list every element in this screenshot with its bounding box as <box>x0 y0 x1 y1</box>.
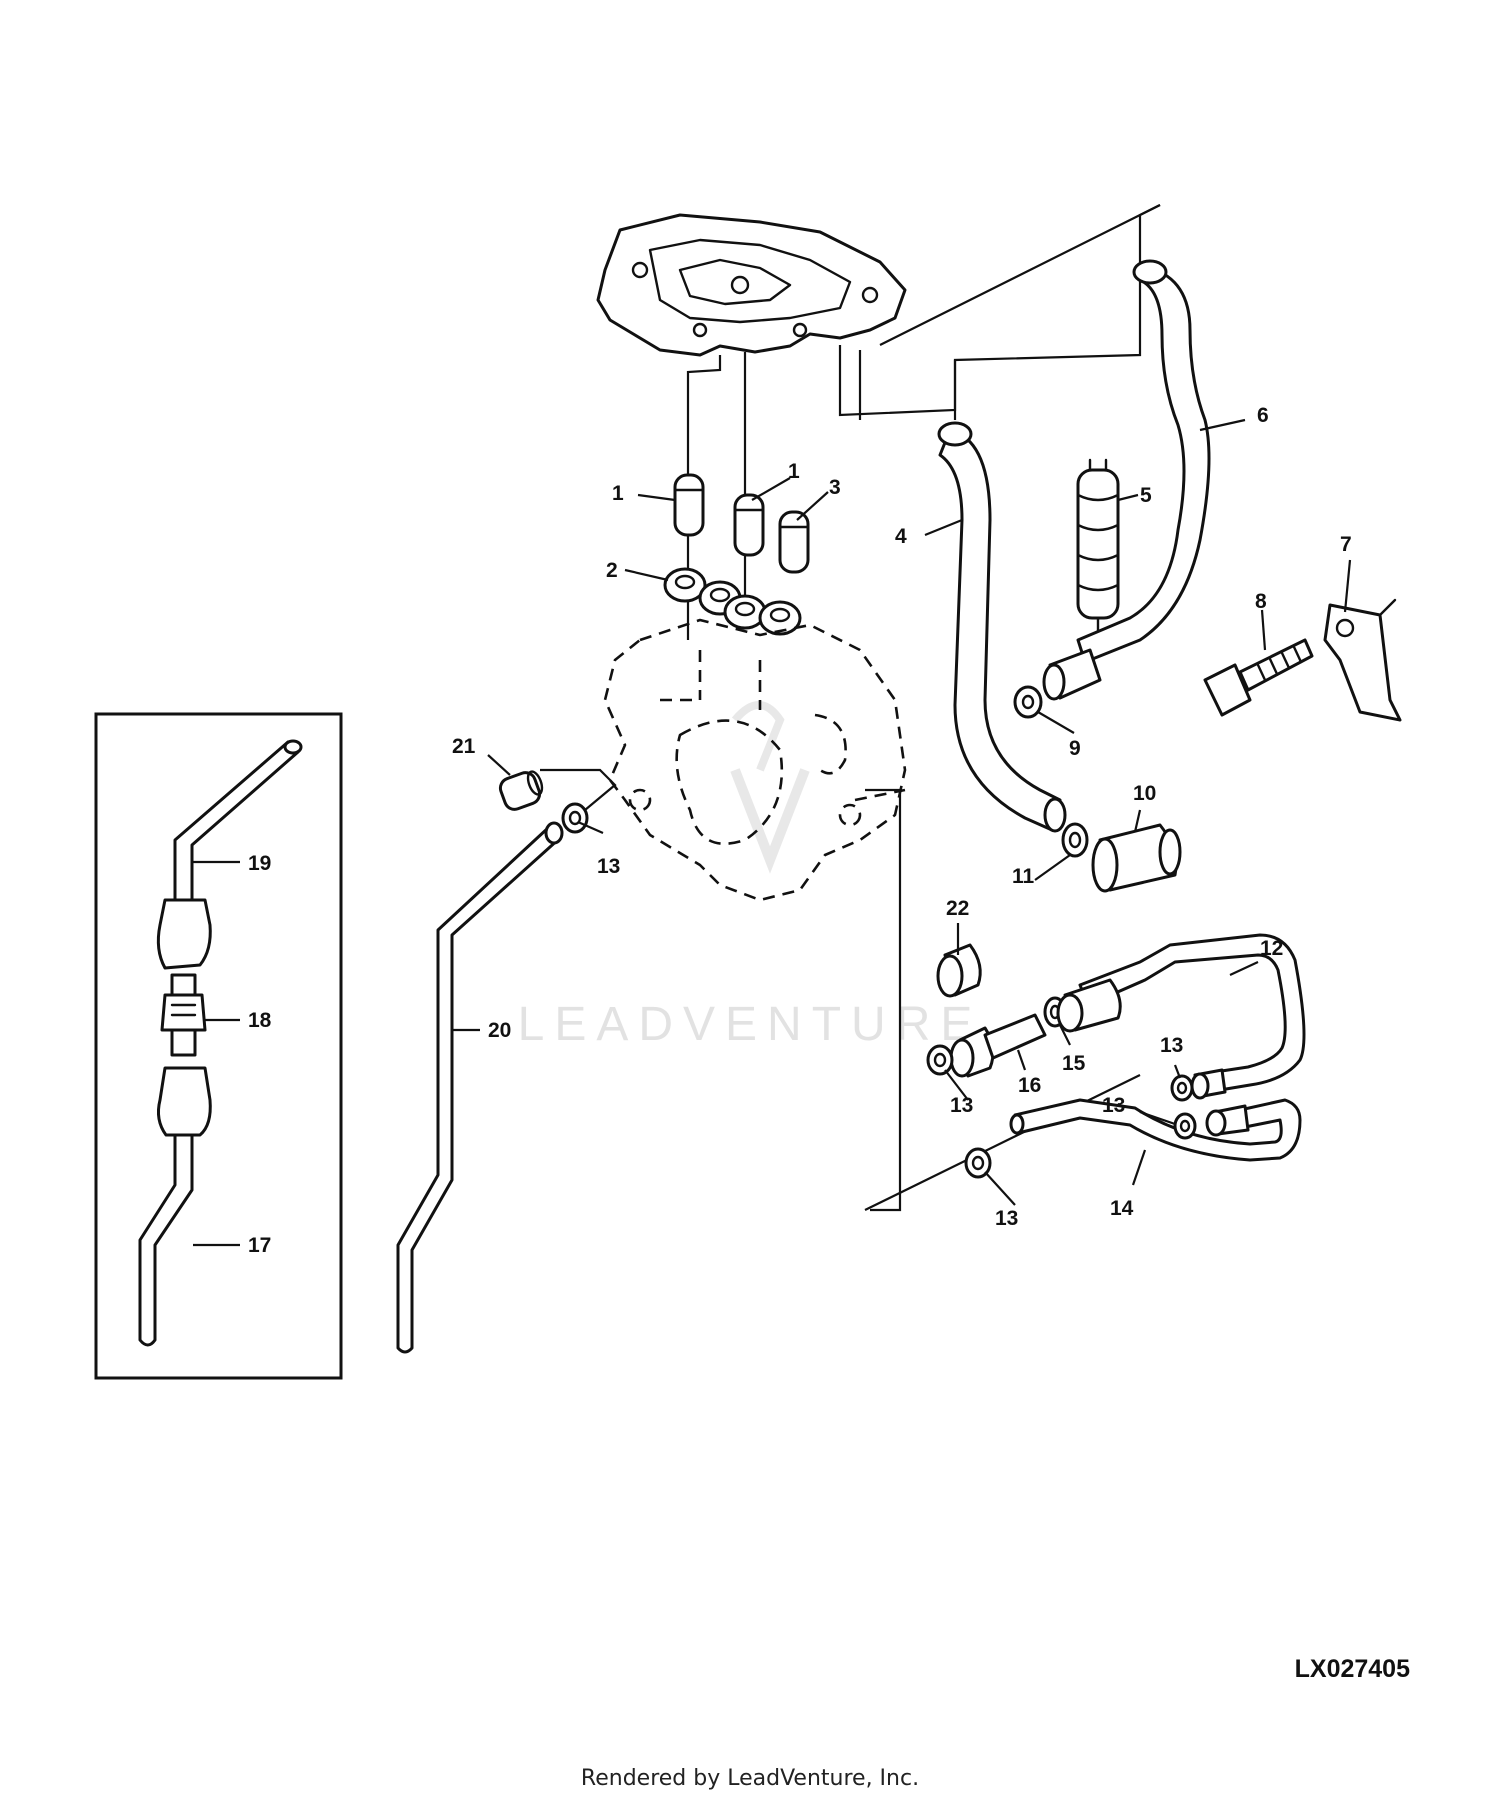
part-18-union <box>160 973 207 1057</box>
callout-13-b: 13 <box>950 1094 973 1117</box>
part-19-pipe <box>156 739 303 970</box>
callout-5: 5 <box>1140 484 1152 507</box>
part-9-washer <box>1013 685 1043 719</box>
part-1-right <box>733 493 765 557</box>
callout-labels: 1 1 2 3 4 5 6 7 8 9 10 11 12 13 13 13 13… <box>248 404 1352 1257</box>
diagram-reference-code: LX027405 <box>1295 1655 1410 1683</box>
part-8-bolt <box>1203 638 1314 717</box>
callout-9: 9 <box>1069 737 1081 760</box>
part-4-hose <box>937 421 1067 833</box>
part-13-washer-d <box>1173 1112 1197 1140</box>
callout-22: 22 <box>946 897 969 920</box>
part-5-spring <box>1076 458 1120 637</box>
callout-11: 11 <box>1012 865 1035 888</box>
callout-7: 7 <box>1340 533 1352 556</box>
callout-12: 12 <box>1260 937 1283 960</box>
callout-13-e: 13 <box>995 1207 1018 1230</box>
part-14-pipe <box>1009 1098 1302 1162</box>
leadventure-watermark: LEADVENTURE <box>518 701 983 1051</box>
cylinder-head-cover <box>596 213 907 357</box>
part-16-banjo-bolt <box>949 1013 1047 1078</box>
callout-15: 15 <box>1062 1052 1086 1075</box>
part-12-pipe <box>1056 933 1306 1100</box>
watermark-text: LEADVENTURE <box>518 998 983 1051</box>
callout-4: 4 <box>895 525 907 548</box>
callout-21: 21 <box>452 735 476 758</box>
callout-13-a: 13 <box>597 855 620 878</box>
callout-1-right: 1 <box>788 460 800 483</box>
part-1-left <box>673 473 705 537</box>
part-10-fitting <box>1091 823 1182 893</box>
callout-leaders <box>192 418 1352 1247</box>
callout-1-left: 1 <box>612 482 624 505</box>
callout-3: 3 <box>829 476 841 499</box>
injection-pump-body <box>603 618 907 902</box>
callout-20: 20 <box>488 1019 511 1042</box>
part-17-pipe <box>138 1066 212 1347</box>
part-11-washer <box>1061 822 1089 858</box>
part-21-guide-line <box>540 768 617 811</box>
callout-10: 10 <box>1133 782 1156 805</box>
callout-14: 14 <box>1110 1197 1134 1220</box>
callout-13-c: 13 <box>1160 1034 1183 1057</box>
part-13-washer-e <box>964 1147 992 1179</box>
part-13-washer-b <box>926 1044 954 1076</box>
footer-credit: Rendered by LeadVenture, Inc. <box>580 1766 920 1791</box>
callout-19: 19 <box>248 852 271 875</box>
assembly-guide-lines <box>686 204 1161 1212</box>
callout-17: 17 <box>248 1234 271 1257</box>
part-20-fuel-line <box>396 821 564 1354</box>
part-7-bracket <box>1323 598 1402 722</box>
callout-18: 18 <box>248 1009 272 1032</box>
callout-16: 16 <box>1018 1074 1041 1097</box>
part-2-seals <box>663 567 802 636</box>
callout-2: 2 <box>606 559 618 582</box>
part-3 <box>778 510 810 574</box>
callout-13-d: 13 <box>1102 1094 1125 1117</box>
part-13-washer-a <box>561 802 589 834</box>
inset-box <box>94 712 343 1380</box>
callout-8: 8 <box>1255 590 1267 613</box>
part-13-washer-c <box>1170 1074 1194 1102</box>
part-22-bushing <box>936 943 982 998</box>
part-6-hose <box>1042 259 1211 701</box>
part-21-plug <box>498 770 544 811</box>
callout-6: 6 <box>1257 404 1269 427</box>
